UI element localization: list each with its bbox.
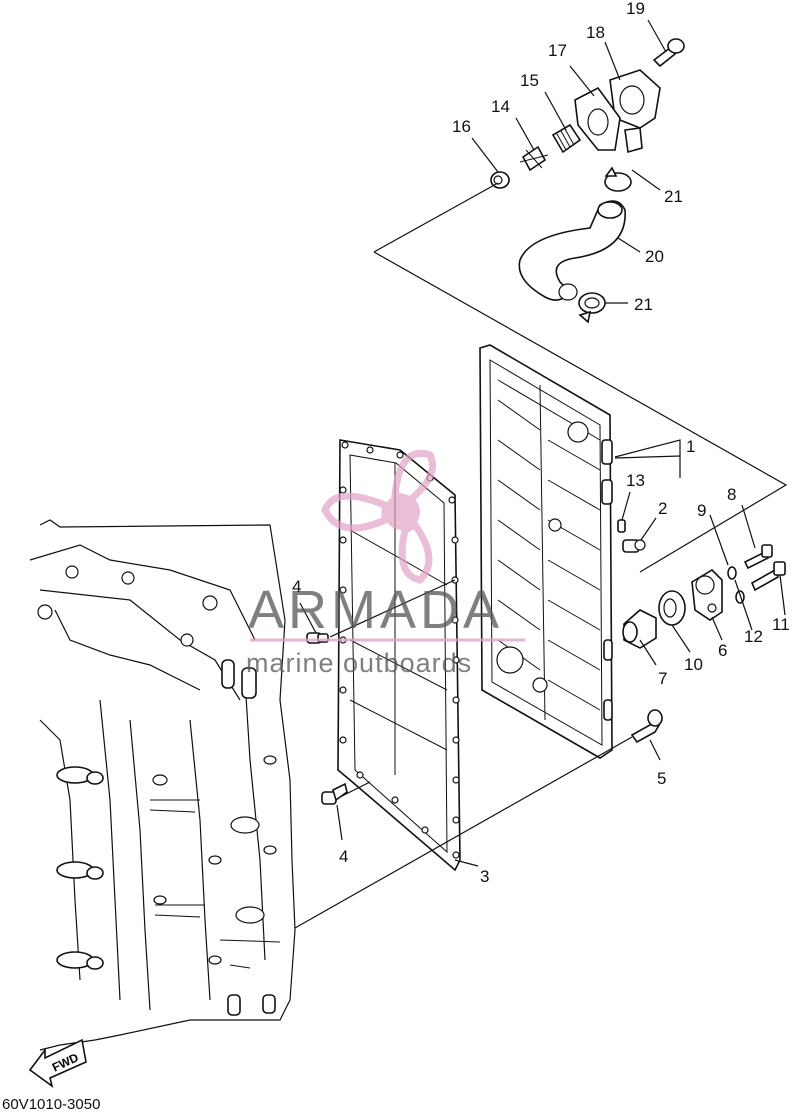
thermostat-14 — [519, 145, 549, 172]
callout-6: 6 — [718, 641, 727, 660]
thermostat-cover-18 — [609, 69, 661, 154]
gasket-17 — [574, 86, 621, 151]
exhaust-cover — [479, 344, 613, 759]
cylinder-block — [29, 519, 296, 1051]
callout-9: 9 — [697, 501, 706, 520]
fwd-arrow-icon: FWD — [28, 1038, 87, 1088]
callout-17: 17 — [548, 41, 567, 60]
bolt-19 — [652, 38, 685, 68]
spring-15 — [551, 123, 582, 154]
callout-19: 19 — [626, 0, 645, 18]
propeller-logo-icon — [321, 450, 436, 584]
callout-11: 11 — [772, 615, 790, 634]
callout-2: 2 — [658, 499, 667, 518]
fitting-2 — [622, 539, 646, 553]
water-hose-20 — [518, 200, 626, 301]
callout-1: 1 — [686, 437, 695, 456]
cover-ribs — [497, 399, 601, 711]
bolt-4-lower — [321, 782, 348, 805]
callout-4-upper: 4 — [292, 577, 301, 596]
leader-lines — [294, 19, 788, 929]
grommet-10 — [658, 590, 686, 626]
callout-16: 16 — [452, 117, 471, 136]
callout-14: 14 — [491, 97, 510, 116]
callout-10: 10 — [684, 655, 703, 674]
callout-15: 15 — [520, 71, 539, 90]
watermark-brand: ARMADA — [248, 580, 503, 640]
callout-21-lower: 21 — [634, 295, 653, 314]
callout-8: 8 — [727, 485, 736, 504]
pin-13 — [617, 519, 626, 533]
callout-3: 3 — [480, 867, 489, 886]
watermark-tagline: marine outboards — [246, 648, 472, 678]
grommet-16 — [490, 171, 510, 189]
callout-18: 18 — [586, 23, 605, 42]
callout-20: 20 — [645, 247, 664, 266]
bolt-5 — [630, 709, 663, 744]
bolt-11 — [750, 561, 786, 592]
washer-9 — [727, 566, 737, 580]
callout-7: 7 — [658, 669, 667, 688]
callout-labels: 1 2 3 4 4 5 6 7 8 9 10 11 12 13 14 15 16… — [292, 0, 790, 886]
hose-clamp-21-upper — [604, 166, 632, 192]
callout-5: 5 — [657, 769, 666, 788]
bolt-8 — [743, 544, 773, 570]
holder-6 — [691, 568, 723, 621]
callout-12: 12 — [744, 627, 763, 646]
callout-13: 13 — [626, 471, 645, 490]
hose-clamp-21-lower — [578, 292, 606, 324]
callout-21-upper: 21 — [664, 187, 683, 206]
armada-watermark: ARMADA marine outboards — [246, 450, 525, 678]
sensor-7 — [622, 609, 657, 649]
diagram-code: 60V1010-3050 — [2, 1096, 101, 1113]
callout-4-lower: 4 — [339, 847, 348, 866]
